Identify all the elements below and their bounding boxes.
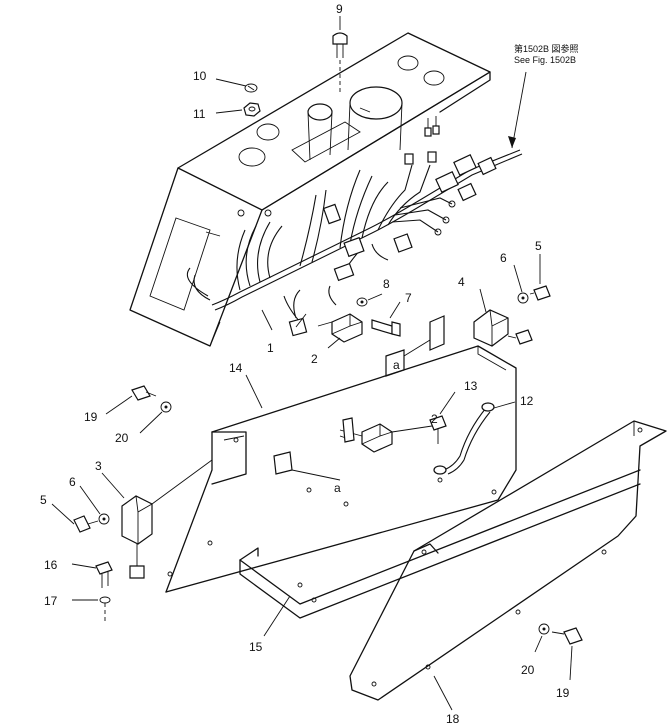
relay-3 [121,459,213,579]
bolt-5-right [529,285,551,301]
cover-18 [349,420,667,701]
label-part-2-upper: 2 [311,352,318,366]
label-part-13: 13 [464,379,478,393]
instrument-panel-housing [129,32,491,347]
label-part-12: 12 [520,394,534,408]
bracket-plate-14: a [165,345,517,593]
bolt-19-upper [131,385,157,401]
reference-note-line1: 第1502B 図参照 [514,43,579,54]
reference-note: 第1502B 図参照 See Fig. 1502B [514,43,579,65]
label-part-6-right: 6 [500,251,507,265]
label-part-5-right: 5 [535,239,542,253]
label-part-2-lower: 2 [431,412,438,426]
washer-20-upper [160,401,172,413]
nut-11 [243,102,261,117]
label-part-19-lower: 19 [556,686,570,700]
part-labels: 9 10 11 1 2 8 7 4 6 5 14 19 20 2 13 12 3… [40,2,570,726]
label-part-18: 18 [446,712,460,726]
lock-washer-8 [356,297,368,307]
bolt-19-lower [551,627,583,645]
label-part-19-upper: 19 [84,410,98,424]
label-part-17: 17 [44,594,58,608]
svg-text:a: a [334,481,341,495]
label-part-8: 8 [383,277,390,291]
label-part-14: 14 [229,361,243,375]
label-part-6-left: 6 [69,475,76,489]
washer-6-right [517,292,529,304]
leader-lines [51,16,573,711]
label-part-15: 15 [249,640,263,654]
washer-10 [244,83,258,93]
washer-6-left [98,513,110,525]
tray-15 [239,469,641,619]
wiring-harness [186,149,523,337]
label-part-9: 9 [336,2,343,16]
label-part-5-left: 5 [40,493,47,507]
label-part-7: 7 [405,291,412,305]
washer-20-lower [538,623,550,635]
washer-17 [99,596,111,624]
label-part-20-upper: 20 [115,431,129,445]
label-part-16: 16 [44,558,58,572]
label-part-10: 10 [193,69,207,83]
label-part-3: 3 [95,459,102,473]
label-part-20-lower: 20 [521,663,535,677]
label-part-4: 4 [458,275,465,289]
label-part-11: 11 [193,107,206,121]
switch-upper [317,313,363,343]
bolt-13 [429,415,447,444]
svg-text:a: a [393,358,400,372]
bolt-5-left [73,515,99,533]
bolt-7 [371,319,401,337]
label-part-1: 1 [267,341,274,355]
reference-note-line2: See Fig. 1502B [514,55,576,65]
relay-4 [473,309,533,347]
bolt-9 [332,32,348,92]
bolt-16 [95,561,113,588]
ground-strap-12 [433,402,495,475]
